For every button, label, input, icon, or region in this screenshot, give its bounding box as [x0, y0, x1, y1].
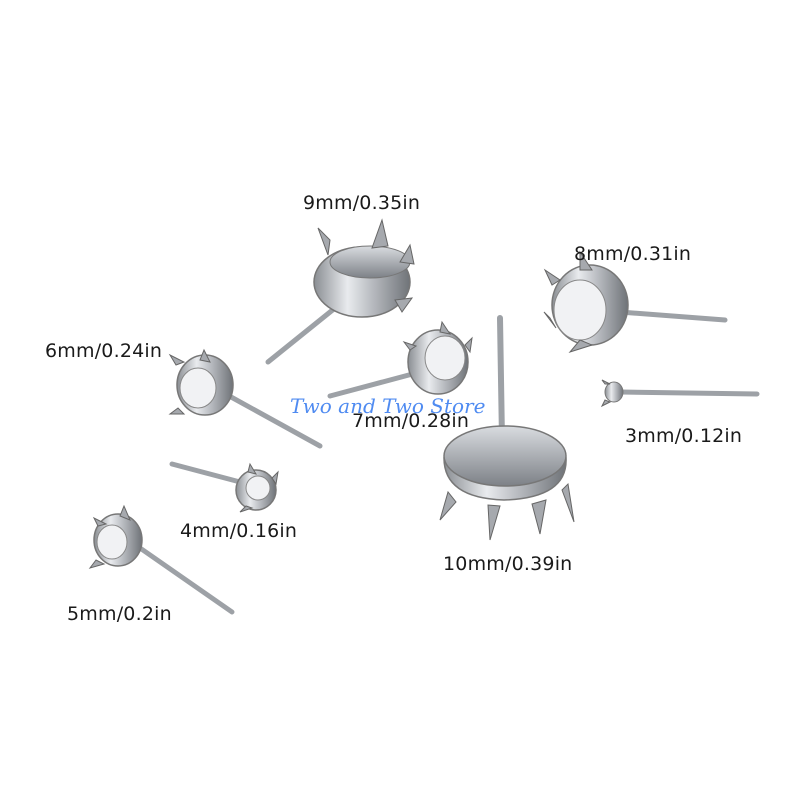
size-label-6mm: 6mm/0.24in: [45, 340, 163, 362]
earring-6mm: [168, 348, 323, 449]
earring-8mm: [543, 250, 728, 353]
size-label-8mm: 8mm/0.31in: [574, 243, 692, 265]
size-label-4mm: 4mm/0.16in: [180, 520, 298, 542]
size-label-5mm: 5mm/0.2in: [67, 603, 172, 625]
size-label-7mm: 7mm/0.28in: [352, 410, 470, 432]
earring-10mm: [439, 315, 575, 541]
earring-3mm: [600, 379, 760, 408]
size-label-9mm: 9mm/0.35in: [303, 192, 421, 214]
earring-5mm: [88, 504, 235, 615]
earring-7mm: [327, 320, 473, 399]
size-label-10mm: 10mm/0.39in: [443, 553, 573, 575]
earring-9mm: [265, 218, 415, 365]
earring-4mm: [169, 461, 279, 513]
size-label-3mm: 3mm/0.12in: [625, 425, 743, 447]
store-watermark: Two and Two Store: [290, 394, 486, 418]
